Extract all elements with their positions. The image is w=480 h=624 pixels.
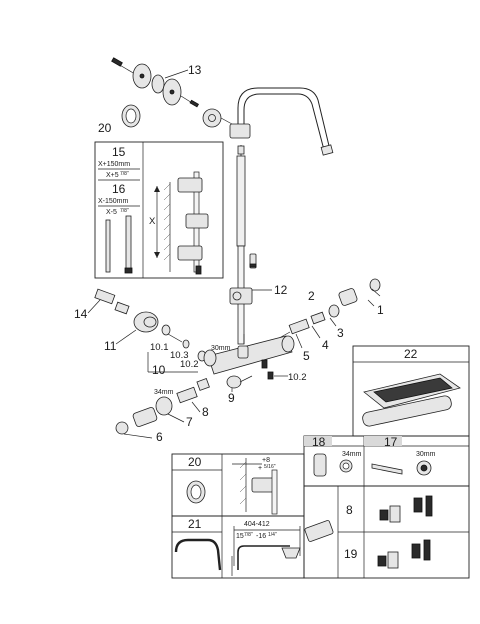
panel-21-dim-b-frac1: 7/8": [244, 532, 253, 538]
inset-16-minus-in: X-5: [106, 209, 117, 216]
panel-18-size: 34mm: [342, 451, 362, 458]
panel-20-number: 20: [188, 455, 202, 469]
callout-10-3: 10.3: [170, 350, 189, 361]
callout-11: 11: [104, 339, 117, 353]
inset-x-dimension: X: [149, 216, 156, 227]
callout-10-2-left: 10.2: [180, 359, 199, 370]
inset-label-16: 16: [112, 182, 126, 196]
callout-14: 14: [74, 307, 88, 321]
callout-10: 10: [152, 363, 166, 377]
panel-20-dim-a: +8: [262, 457, 270, 464]
callout-5: 5: [303, 349, 310, 363]
thermostat-body: [203, 334, 295, 375]
callout-8: 8: [202, 405, 209, 419]
callout-1: 1: [377, 303, 384, 317]
inset-15-plus-frac: 7/8": [120, 171, 129, 177]
panel-21-number: 21: [188, 517, 202, 531]
panel-19-number: 19: [344, 547, 358, 561]
panel-17-number: 17: [384, 435, 398, 449]
panel-20-dim-b-frac: 5/16": [264, 464, 276, 470]
callout-3: 3: [337, 326, 344, 340]
panel-20: 20 +8 + 5/16": [171, 453, 305, 517]
inset-label-15: 15: [112, 145, 126, 159]
dim-30mm-top: 30mm: [211, 345, 231, 352]
panel-21-dim-b-frac2: 1/4": [268, 532, 277, 538]
panel-21: 21 404-412 15 7/8" -16 1/4": [171, 515, 305, 579]
inset-16-minus-frac: 7/8": [120, 208, 129, 214]
panel-18-number: 18: [312, 435, 326, 449]
panel-22-number: 22: [404, 347, 418, 361]
panel-8-number: 8: [346, 503, 353, 517]
panel-21-dim-a: 404-412: [244, 521, 270, 528]
left-inlet-assembly: [94, 288, 207, 362]
inset-15-plus-in: X+5: [106, 172, 119, 179]
inset-15-plus-mm: X+150mm: [98, 161, 130, 168]
panel-21-dim-b: 15: [236, 533, 244, 540]
right-inlet-assembly: [271, 278, 381, 343]
callout-7: 7: [186, 415, 193, 429]
inset-16-minus-mm: X-150mm: [98, 198, 129, 205]
callout-6: 6: [156, 430, 163, 444]
callout-9: 9: [228, 391, 235, 405]
panel-17-size: 30mm: [416, 451, 436, 458]
callout-13: 13: [188, 63, 202, 77]
panel-21-dim-b-mid: -16: [256, 533, 266, 540]
lower-parts-assembly: [115, 375, 253, 435]
panel-8-19: 8 19: [303, 485, 470, 579]
panel-18-17: 18 17 34mm 30mm: [303, 435, 470, 487]
dim-34mm-left: 34mm: [154, 389, 174, 396]
callout-12: 12: [274, 283, 288, 297]
wall-bracket-assembly: [111, 57, 233, 128]
callout-20: 20: [98, 121, 112, 135]
callout-10-2-right: 10.2: [288, 372, 307, 383]
callout-4: 4: [322, 338, 329, 352]
panel-20-dim-b: +: [258, 465, 262, 472]
callout-2: 2: [308, 289, 315, 303]
inset-box-15-16: 15 X+150mm X+5 7/8" 16 X-150mm X-5 7/8" …: [94, 141, 224, 279]
callout-10-1: 10.1: [150, 342, 169, 353]
shower-column: [229, 87, 334, 345]
panel-22: 22: [352, 345, 470, 437]
